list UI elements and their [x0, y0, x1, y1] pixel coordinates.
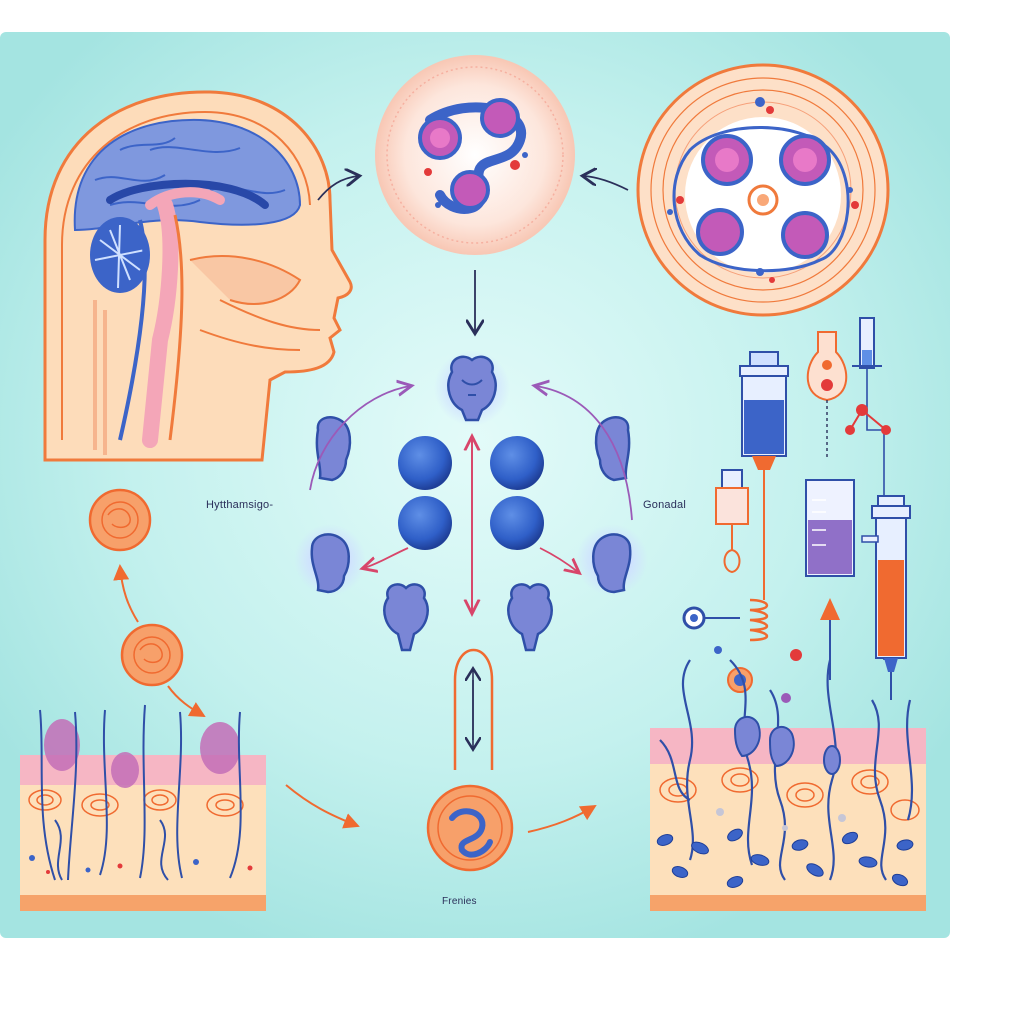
- lab-equipment: [682, 317, 911, 703]
- arrow-head-to-cell: [317, 176, 358, 201]
- right-skin-tissue: [650, 659, 926, 911]
- arrow-orange-up: [113, 564, 139, 623]
- arrow-orange-down: [167, 685, 206, 717]
- central-gland-cluster: [294, 350, 648, 652]
- arrow-to-left-face: [364, 547, 409, 568]
- arrow-rightcell-to-cell: [584, 176, 629, 191]
- top-right-cell: [636, 63, 890, 317]
- arrow-tissue-to-cell: [285, 784, 360, 829]
- label-gonadal: Gonadal: [643, 499, 686, 511]
- left-skin-tissue: [20, 704, 266, 911]
- top-center-cell: [375, 55, 575, 255]
- head-profile-illustration: [43, 90, 353, 462]
- label-bottom: Frenies: [442, 896, 477, 907]
- arrow-to-right-face: [539, 547, 578, 572]
- bidirectional-tube-arrow: [453, 648, 494, 770]
- label-hypothalamic: Hytthamsigo-: [206, 499, 274, 511]
- arrow-right-arc: [536, 386, 633, 521]
- arrow-cell-to-tissue: [527, 804, 597, 833]
- left-orange-cells: [88, 488, 184, 687]
- bottom-center-cell: [426, 784, 514, 872]
- arrow-left-arc: [309, 386, 410, 491]
